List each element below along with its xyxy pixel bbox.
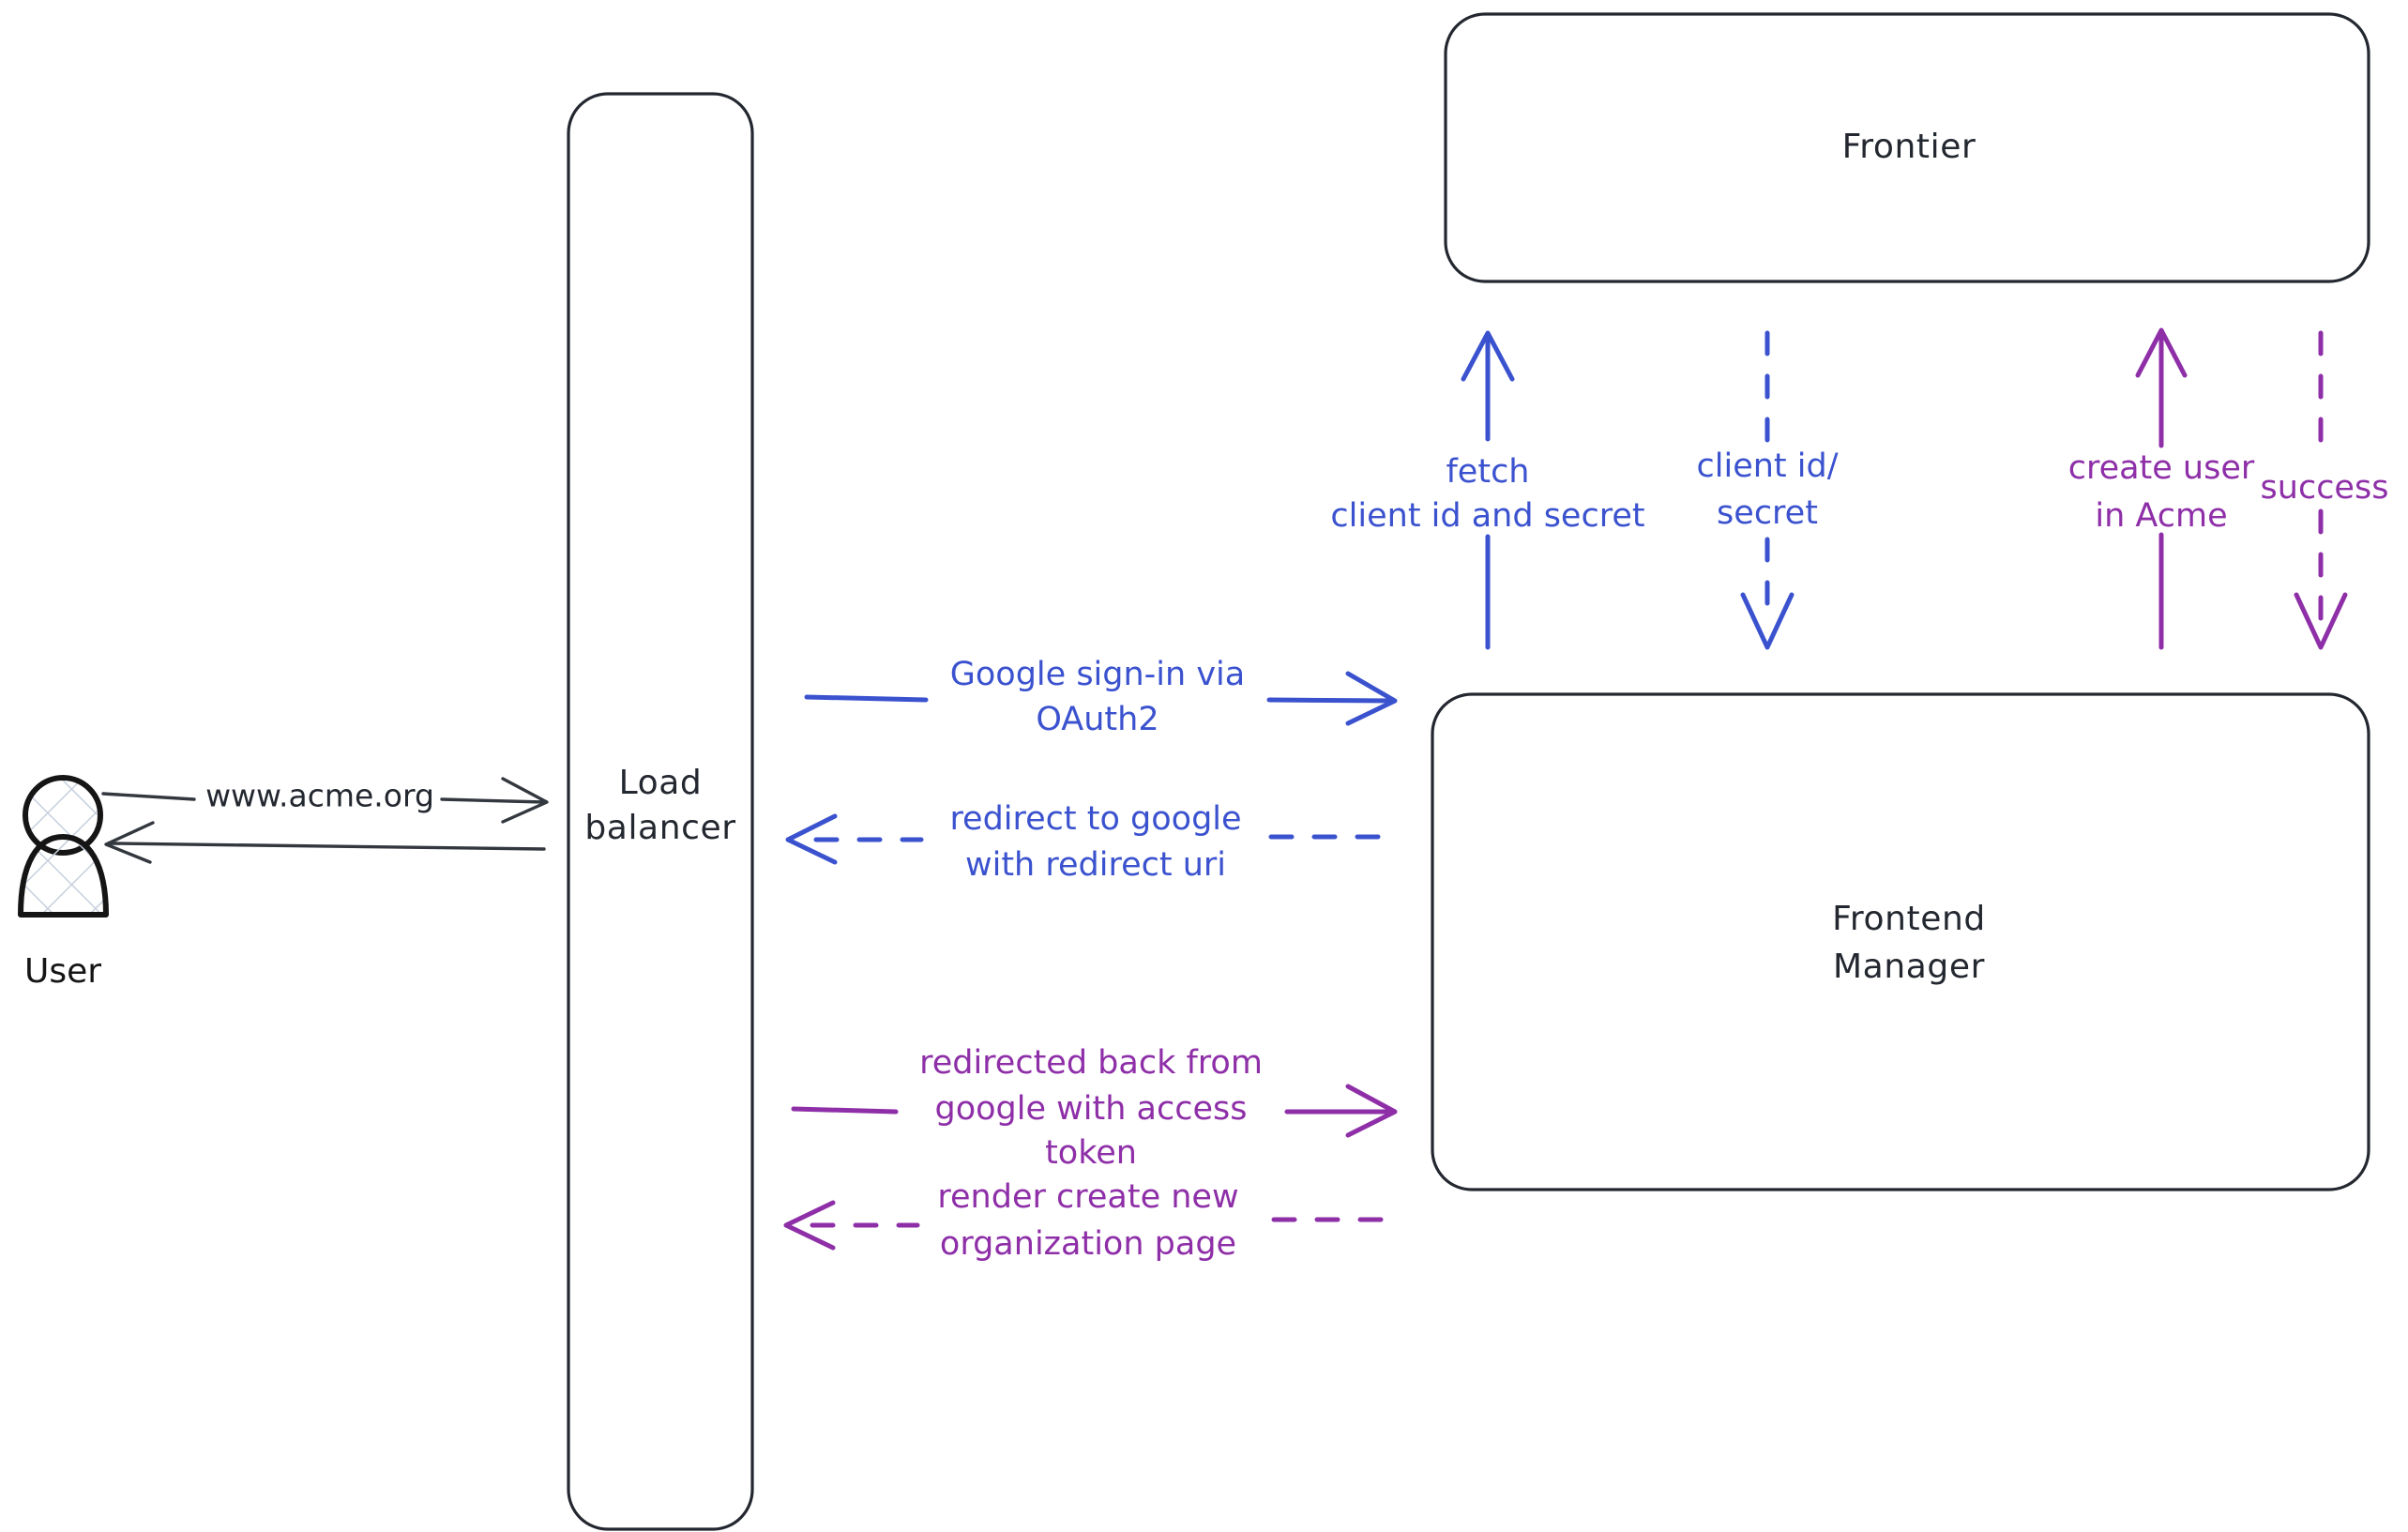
edge-redirect-to-google-label-line2: with redirect uri	[965, 846, 1226, 884]
edge-user-to-load-balancer[interactable]: www.acme.org	[101, 777, 549, 824]
edge-google-signin-line-right	[1266, 697, 1395, 704]
edge-redirect-to-google-arrowhead	[785, 813, 838, 865]
frontend-manager-label-line1: Frontend	[1832, 900, 1986, 938]
edge-redirected-back-line-left	[791, 1106, 899, 1115]
edge-render-org-page-arrowhead	[783, 1200, 836, 1251]
edge-user-to-lb-line-left	[101, 792, 196, 801]
edge-redirected-back-arrowhead	[1345, 1084, 1398, 1138]
edge-lb-to-user-line	[110, 842, 546, 851]
edge-create-user-label-line2: in Acme	[2095, 497, 2227, 535]
node-load-balancer[interactable]: Load balancer	[567, 92, 754, 1531]
edge-success-arrowhead	[2294, 592, 2348, 650]
edge-client-id-secret-label-line1: client id/	[1697, 447, 1839, 485]
edge-google-signin-arrowhead	[1345, 671, 1398, 726]
node-frontier[interactable]: Frontier	[1444, 12, 2370, 283]
edge-google-signin-line-left	[804, 694, 929, 703]
edge-redirected-back-label-line3: token	[1045, 1134, 1137, 1172]
node-frontend-manager[interactable]: Frontend Manager	[1431, 692, 2370, 1191]
frontier-label: Frontier	[1842, 128, 1976, 166]
edge-redirected-back-label-line1: redirected back from	[919, 1044, 1263, 1082]
load-balancer-label-line2: balancer	[584, 809, 735, 847]
edge-fetch-client-label-line1: fetch	[1446, 453, 1529, 491]
edge-client-id-secret-arrowhead	[1740, 592, 1795, 650]
edge-google-signin-label-line1: Google sign-in via	[950, 656, 1245, 693]
edge-success[interactable]: success	[2261, 330, 2389, 650]
edge-redirected-back-label-line2: google with access	[935, 1090, 1248, 1128]
edge-create-user[interactable]: create user in Acme	[2068, 327, 2255, 650]
edge-client-id-secret[interactable]: client id/ secret	[1697, 330, 1839, 650]
edge-lb-to-user-arrowhead	[104, 821, 155, 864]
frontier-box	[1444, 12, 2370, 283]
edge-user-to-lb-line-right	[440, 797, 546, 804]
edge-render-org-page-label-line1: render create new	[937, 1178, 1238, 1216]
edge-create-user-arrowhead	[2135, 327, 2188, 378]
frontend-manager-box	[1431, 692, 2370, 1191]
edge-fetch-client-arrowhead	[1461, 330, 1515, 382]
edge-fetch-client-credentials[interactable]: fetch client id and secret	[1330, 330, 1645, 650]
edge-redirected-back[interactable]: redirected back from google with access …	[791, 1044, 1398, 1172]
edge-user-to-lb-arrowhead	[501, 777, 549, 824]
edge-fetch-client-label-line2: client id and secret	[1330, 497, 1644, 535]
edge-redirect-to-google[interactable]: redirect to google with redirect uri	[785, 800, 1401, 884]
load-balancer-label-line1: Load	[619, 764, 703, 802]
frontend-manager-label-line2: Manager	[1833, 948, 1985, 986]
user-body-icon	[18, 834, 109, 918]
edge-render-org-page-label-line2: organization page	[940, 1225, 1236, 1263]
edge-google-signin-label-line2: OAuth2	[1036, 701, 1159, 738]
edge-google-signin[interactable]: Google sign-in via OAuth2	[804, 656, 1398, 738]
actor-user-label: User	[24, 952, 101, 991]
actor-user[interactable]: User	[18, 775, 109, 991]
edge-redirect-to-google-label-line1: redirect to google	[949, 800, 1241, 838]
edge-success-label: success	[2261, 469, 2389, 507]
edge-create-user-label-line1: create user	[2068, 449, 2255, 487]
edge-render-org-page[interactable]: render create new organization page	[783, 1178, 1402, 1263]
edge-user-to-lb-label: www.acme.org	[205, 778, 434, 814]
load-balancer-box	[567, 92, 754, 1531]
edge-client-id-secret-label-line2: secret	[1717, 494, 1818, 532]
edge-load-balancer-to-user[interactable]	[104, 821, 546, 864]
